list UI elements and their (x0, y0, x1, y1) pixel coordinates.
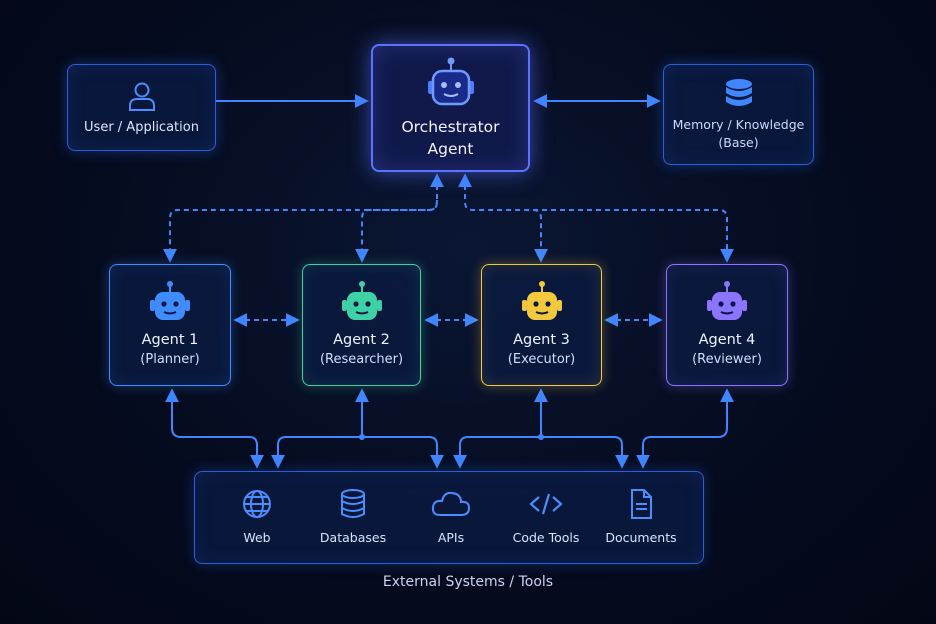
robot-icon (338, 280, 386, 324)
cloud-icon (430, 488, 472, 520)
orchestrator-agent3-link (458, 173, 548, 263)
tool-web[interactable]: Web (212, 488, 302, 545)
robot-icon (518, 280, 566, 324)
tool-label: Web (243, 530, 271, 545)
agent-1-node[interactable]: Agent 1 (Planner) (109, 264, 231, 386)
memory-label-line1: Memory / Knowledge (672, 116, 805, 132)
globe-icon (241, 488, 273, 520)
agent-name: Agent 2 (333, 332, 390, 348)
tool-documents[interactable]: Documents (596, 488, 686, 545)
agent-name: Agent 3 (513, 332, 570, 348)
junction-dot (359, 434, 365, 440)
robot-icon (146, 280, 194, 324)
database-icon (724, 78, 754, 110)
memory-knowledge-node[interactable]: Memory / Knowledge (Base) (663, 64, 814, 165)
tool-label: APIs (437, 530, 465, 545)
agent3-tools-link-a (453, 388, 548, 469)
memory-label-line2: (Base) (718, 134, 759, 150)
robot-icon (703, 280, 751, 324)
document-icon (627, 488, 655, 520)
agent-4-node[interactable]: Agent 4 (Reviewer) (666, 264, 788, 386)
tool-apis[interactable]: APIs (406, 488, 496, 545)
tool-label: Databases (319, 530, 387, 545)
junction-dot (538, 434, 544, 440)
agent4-tools-link (636, 388, 734, 469)
orchestrator-name: Orchestrator (401, 118, 500, 136)
external-tools-panel: Web Databases APIs Code Tools (194, 471, 704, 564)
tool-databases[interactable]: Databases (308, 488, 398, 545)
agent-role: (Researcher) (319, 352, 404, 367)
tool-label: Code Tools (512, 530, 580, 545)
agent1-tools-link (165, 388, 264, 469)
robot-icon (422, 56, 480, 110)
database-icon (338, 488, 368, 520)
agent2-tools-link-b (362, 436, 444, 469)
user-icon (125, 79, 159, 113)
code-icon (528, 488, 564, 520)
agent-name: Agent 4 (698, 332, 756, 348)
agent3-tools-link-b (541, 436, 629, 469)
tool-code-tools[interactable]: Code Tools (501, 488, 591, 545)
orchestrator-agent1-link (163, 173, 444, 263)
agent-3-node[interactable]: Agent 3 (Executor) (481, 264, 602, 386)
user-application-label: User / Application (84, 119, 199, 135)
external-systems-caption: External Systems / Tools (382, 574, 554, 590)
orchestrator-agent4-link (533, 209, 734, 263)
agent-role: (Planner) (140, 352, 200, 367)
agent-role: (Reviewer) (692, 352, 762, 367)
orchestrator-name-line2: Agent (427, 140, 474, 158)
agent-role: (Executor) (507, 352, 576, 367)
agent2-tools-link-a (271, 388, 369, 469)
agent-name: Agent 1 (141, 332, 199, 348)
orchestrator-agent2-link (355, 199, 438, 263)
agent-2-node[interactable]: Agent 2 (Researcher) (302, 264, 421, 386)
orchestrator-agent-node[interactable]: Orchestrator Agent (371, 44, 530, 172)
tool-label: Documents (605, 530, 677, 545)
user-application-node[interactable]: User / Application (67, 64, 216, 151)
